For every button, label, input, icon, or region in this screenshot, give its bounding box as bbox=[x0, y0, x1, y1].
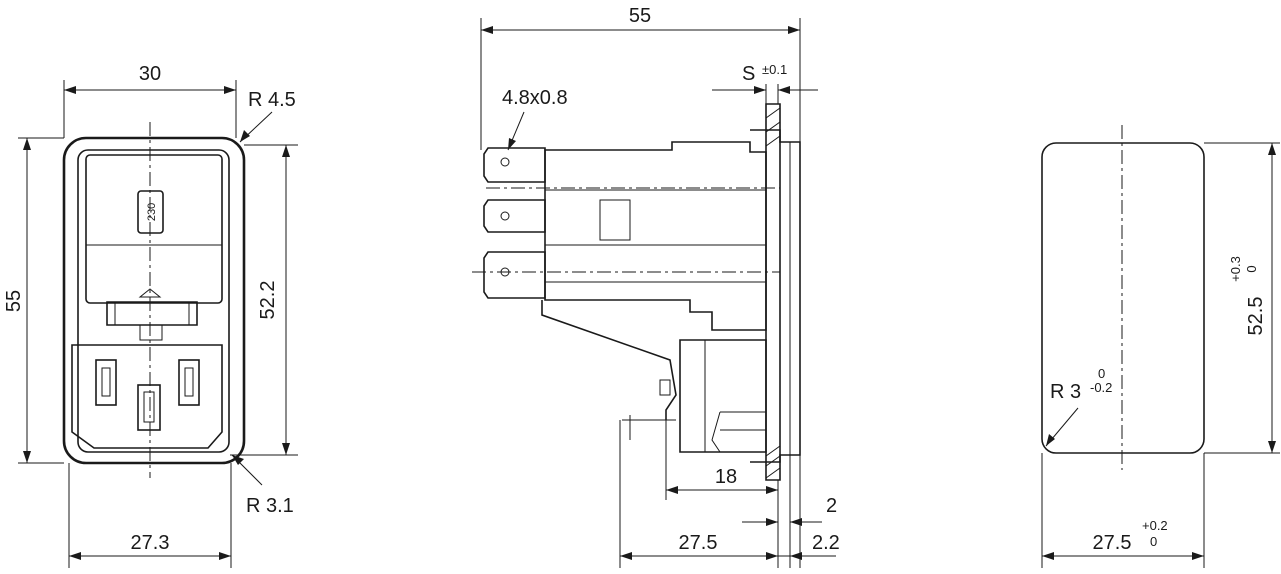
side-inlet bbox=[679, 339, 767, 453]
front-view: 230 30 R 4.5 55 bbox=[3, 63, 298, 568]
side-view: 55 S ±0.1 4.8x0.8 bbox=[472, 5, 840, 568]
dim-height-52-2: 52.2 bbox=[257, 281, 279, 320]
cutout-view: 52.5 +0.3 0 R 3 0 -0.2 27.5 +0.2 0 bbox=[1041, 125, 1280, 568]
tabs bbox=[483, 147, 546, 299]
pin-earth bbox=[137, 384, 161, 431]
dim-height-55: 55 bbox=[3, 290, 25, 312]
pin-left bbox=[95, 359, 117, 406]
pin-right bbox=[178, 359, 200, 406]
front-inner-frame bbox=[77, 149, 230, 453]
dim-cutout-height-tol-lower: 0 bbox=[1244, 265, 1259, 272]
dim-2: 2 bbox=[826, 495, 837, 517]
fuse-drawer bbox=[85, 154, 223, 304]
dim-2-2: 2.2 bbox=[812, 532, 840, 554]
dim-panel-s: S bbox=[742, 63, 755, 85]
dim-cutout-radius: R 3 bbox=[1050, 381, 1081, 403]
front-outer-frame bbox=[62, 136, 246, 465]
voltage-label: 230 bbox=[146, 203, 158, 221]
dim-cutout-radius-tol-lower: -0.2 bbox=[1090, 380, 1112, 395]
dim-cutout-width-tol-upper: +0.2 bbox=[1142, 518, 1168, 533]
cutout-outline bbox=[1041, 142, 1205, 454]
dim-width-27-3: 27.3 bbox=[131, 532, 170, 554]
dim-panel-s-tol: ±0.1 bbox=[762, 62, 787, 77]
side-body bbox=[544, 141, 767, 331]
dim-width-30: 30 bbox=[139, 63, 161, 85]
dim-tab-size: 4.8x0.8 bbox=[502, 87, 568, 109]
dim-length-55: 55 bbox=[629, 5, 651, 27]
dim-cutout-width-tol-lower: 0 bbox=[1150, 534, 1157, 549]
dim-cutout-radius-tol-upper: 0 bbox=[1098, 366, 1105, 381]
dim-cutout-height-tol-upper: +0.3 bbox=[1228, 256, 1243, 282]
iec-inlet-body bbox=[71, 344, 223, 449]
dim-radius-4-5: R 4.5 bbox=[248, 89, 296, 111]
drawer-latch bbox=[106, 301, 198, 326]
dim-depth-18: 18 bbox=[715, 466, 737, 488]
dim-depth-27-5: 27.5 bbox=[679, 532, 718, 554]
dim-radius-3-1: R 3.1 bbox=[246, 495, 294, 517]
panel-section bbox=[765, 103, 781, 481]
dim-cutout-height: 52.5 bbox=[1245, 297, 1267, 336]
dim-cutout-width: 27.5 bbox=[1093, 532, 1132, 554]
